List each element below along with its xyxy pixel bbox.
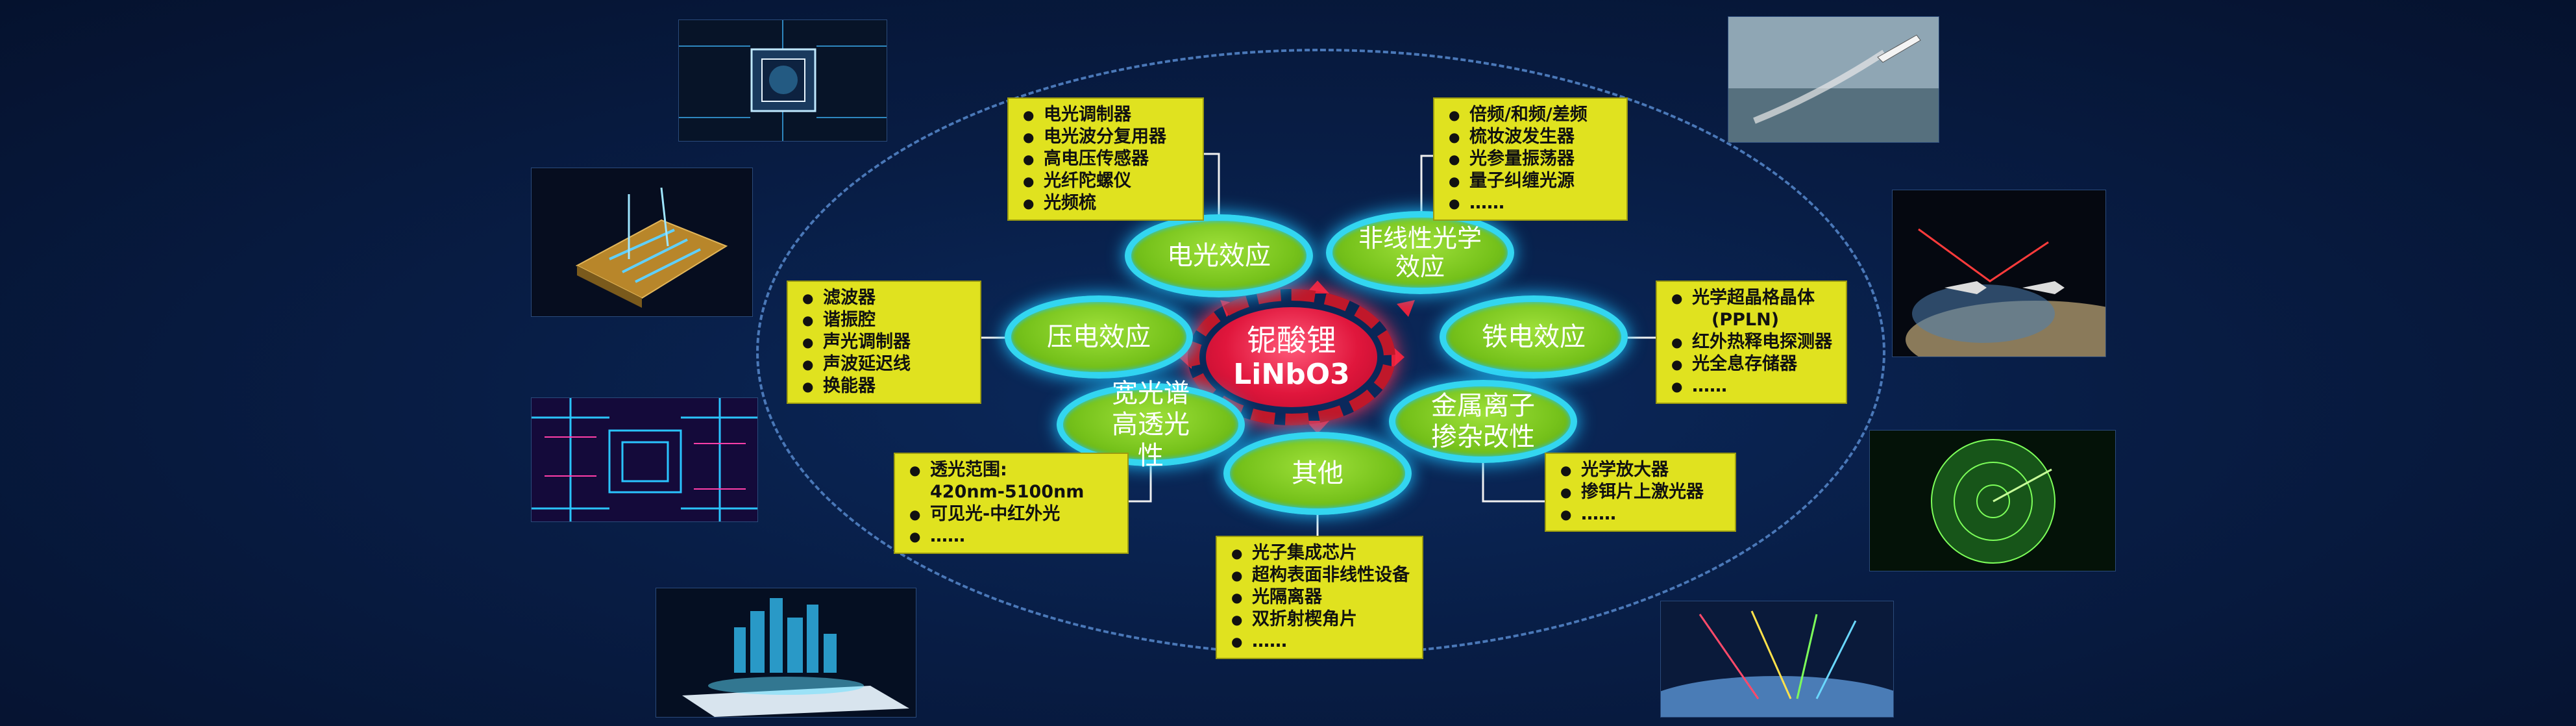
node-label: 宽光谱高透光性 [1112,379,1190,471]
list-item: 超构表面非线性设备 [1227,564,1413,586]
list-item: …… [1667,375,1837,397]
list-item: 谐振腔 [798,309,971,331]
missile-icon [1728,17,1939,142]
list-item: 掺铒片上激光器 [1556,481,1726,503]
box-piezo-apps: 滤波器 谐振腔 声光调制器 声波延迟线 换能器 [787,281,981,404]
node-electro-optic: 电光效应 [1125,214,1313,297]
chip-icon [679,20,887,141]
node-label: 压电效应 [1047,322,1151,352]
list-item: 光频梳 [1019,192,1194,214]
circuit-icon [532,398,757,521]
hologram-icon [656,588,916,717]
list-item: 光纤陀螺仪 [1019,170,1194,192]
list-item: …… [905,525,1118,547]
list-item: 高电压传感器 [1019,148,1194,170]
list-item: (PPLN) [1711,310,1780,330]
box-metal-doping-apps: 光学放大器 掺铒片上激光器 …… [1545,453,1736,532]
list-item: 电光波分复用器 [1019,126,1194,148]
list-item: 光隔离器 [1227,586,1413,608]
box-wide-spectrum-apps: 透光范围: 420nm-5100nm 可见光-中红外光 …… [894,453,1129,554]
list-item: 量子纠缠光源 [1445,170,1617,192]
box-electro-optic-apps: 电光调制器 电光波分复用器 高电压传感器 光纤陀螺仪 光频梳 [1007,97,1204,221]
list-item: …… [1445,192,1617,214]
list-item: 换能器 [798,375,971,397]
list-item: 光全息存储器 [1667,353,1837,375]
list-item: 可见光-中红外光 [905,503,1118,525]
center-label-cn: 铌酸锂 [1247,323,1336,358]
node-piezoelectric: 压电效应 [1005,295,1193,379]
node-label: 非线性光学效应 [1358,224,1482,281]
photo-missile [1728,16,1939,143]
aircraft-icon [1893,190,2105,357]
list-item: 电光调制器 [1019,104,1194,126]
list-item: 双折射楔角片 [1227,608,1413,631]
node-label: 电光效应 [1167,241,1271,271]
node-nonlinear-optic: 非线性光学效应 [1326,211,1514,294]
node-label: 金属离子掺杂改性 [1431,391,1535,452]
photo-satellite-network [1660,601,1894,718]
photo-6g-chip [678,19,887,142]
list-item: 滤波器 [798,287,971,309]
photo-aircraft-defense [1892,190,2106,357]
list-item: 光子集成芯片 [1227,542,1413,564]
list-item: 420nm-5100nm [930,482,1085,502]
list-item: 梳妆波发生器 [1445,126,1617,148]
box-other-apps: 光子集成芯片 超构表面非线性设备 光隔离器 双折射楔角片 …… [1216,536,1423,659]
list-item: …… [1227,631,1413,653]
list-item: 红外热释电探测器 [1667,331,1837,353]
node-wide-spectrum: 宽光谱高透光性 [1057,379,1245,471]
center-core: 铌酸锂 LiNbO3 [1206,307,1377,407]
photo-hologram-city [656,588,916,718]
center-label-formula: LiNbO3 [1233,358,1350,391]
node-other: 其他 [1223,432,1412,515]
box-ferro-apps: 光学超晶格晶体 (PPLN) 红外热释电探测器 光全息存储器 …… [1656,281,1847,404]
list-item: 透光范围: [905,459,1118,481]
satellite-icon [1661,601,1893,717]
waveguide-icon [532,168,752,316]
list-item: 声光调制器 [798,331,971,353]
list-item: 光学放大器 [1556,459,1726,481]
list-item: …… [1556,503,1726,525]
box-nonlinear-apps: 倍频/和频/差频 梳妆波发生器 光参量振荡器 量子纠缠光源 …… [1433,97,1628,221]
list-item: 倍频/和频/差频 [1445,104,1617,126]
node-ferroelectric: 铁电效应 [1440,295,1628,379]
list-item: 光参量振荡器 [1445,148,1617,170]
node-label: 铁电效应 [1482,322,1586,352]
photo-radar-scope [1869,430,2116,571]
node-label: 其他 [1292,458,1343,488]
node-metal-doping: 金属离子掺杂改性 [1389,380,1577,463]
photo-waveguide-device [531,168,753,317]
photo-circuit-board [531,397,758,522]
list-item: 声波延迟线 [798,353,971,375]
radar-icon [1870,431,2115,571]
list-item: 光学超晶格晶体 [1667,287,1837,309]
